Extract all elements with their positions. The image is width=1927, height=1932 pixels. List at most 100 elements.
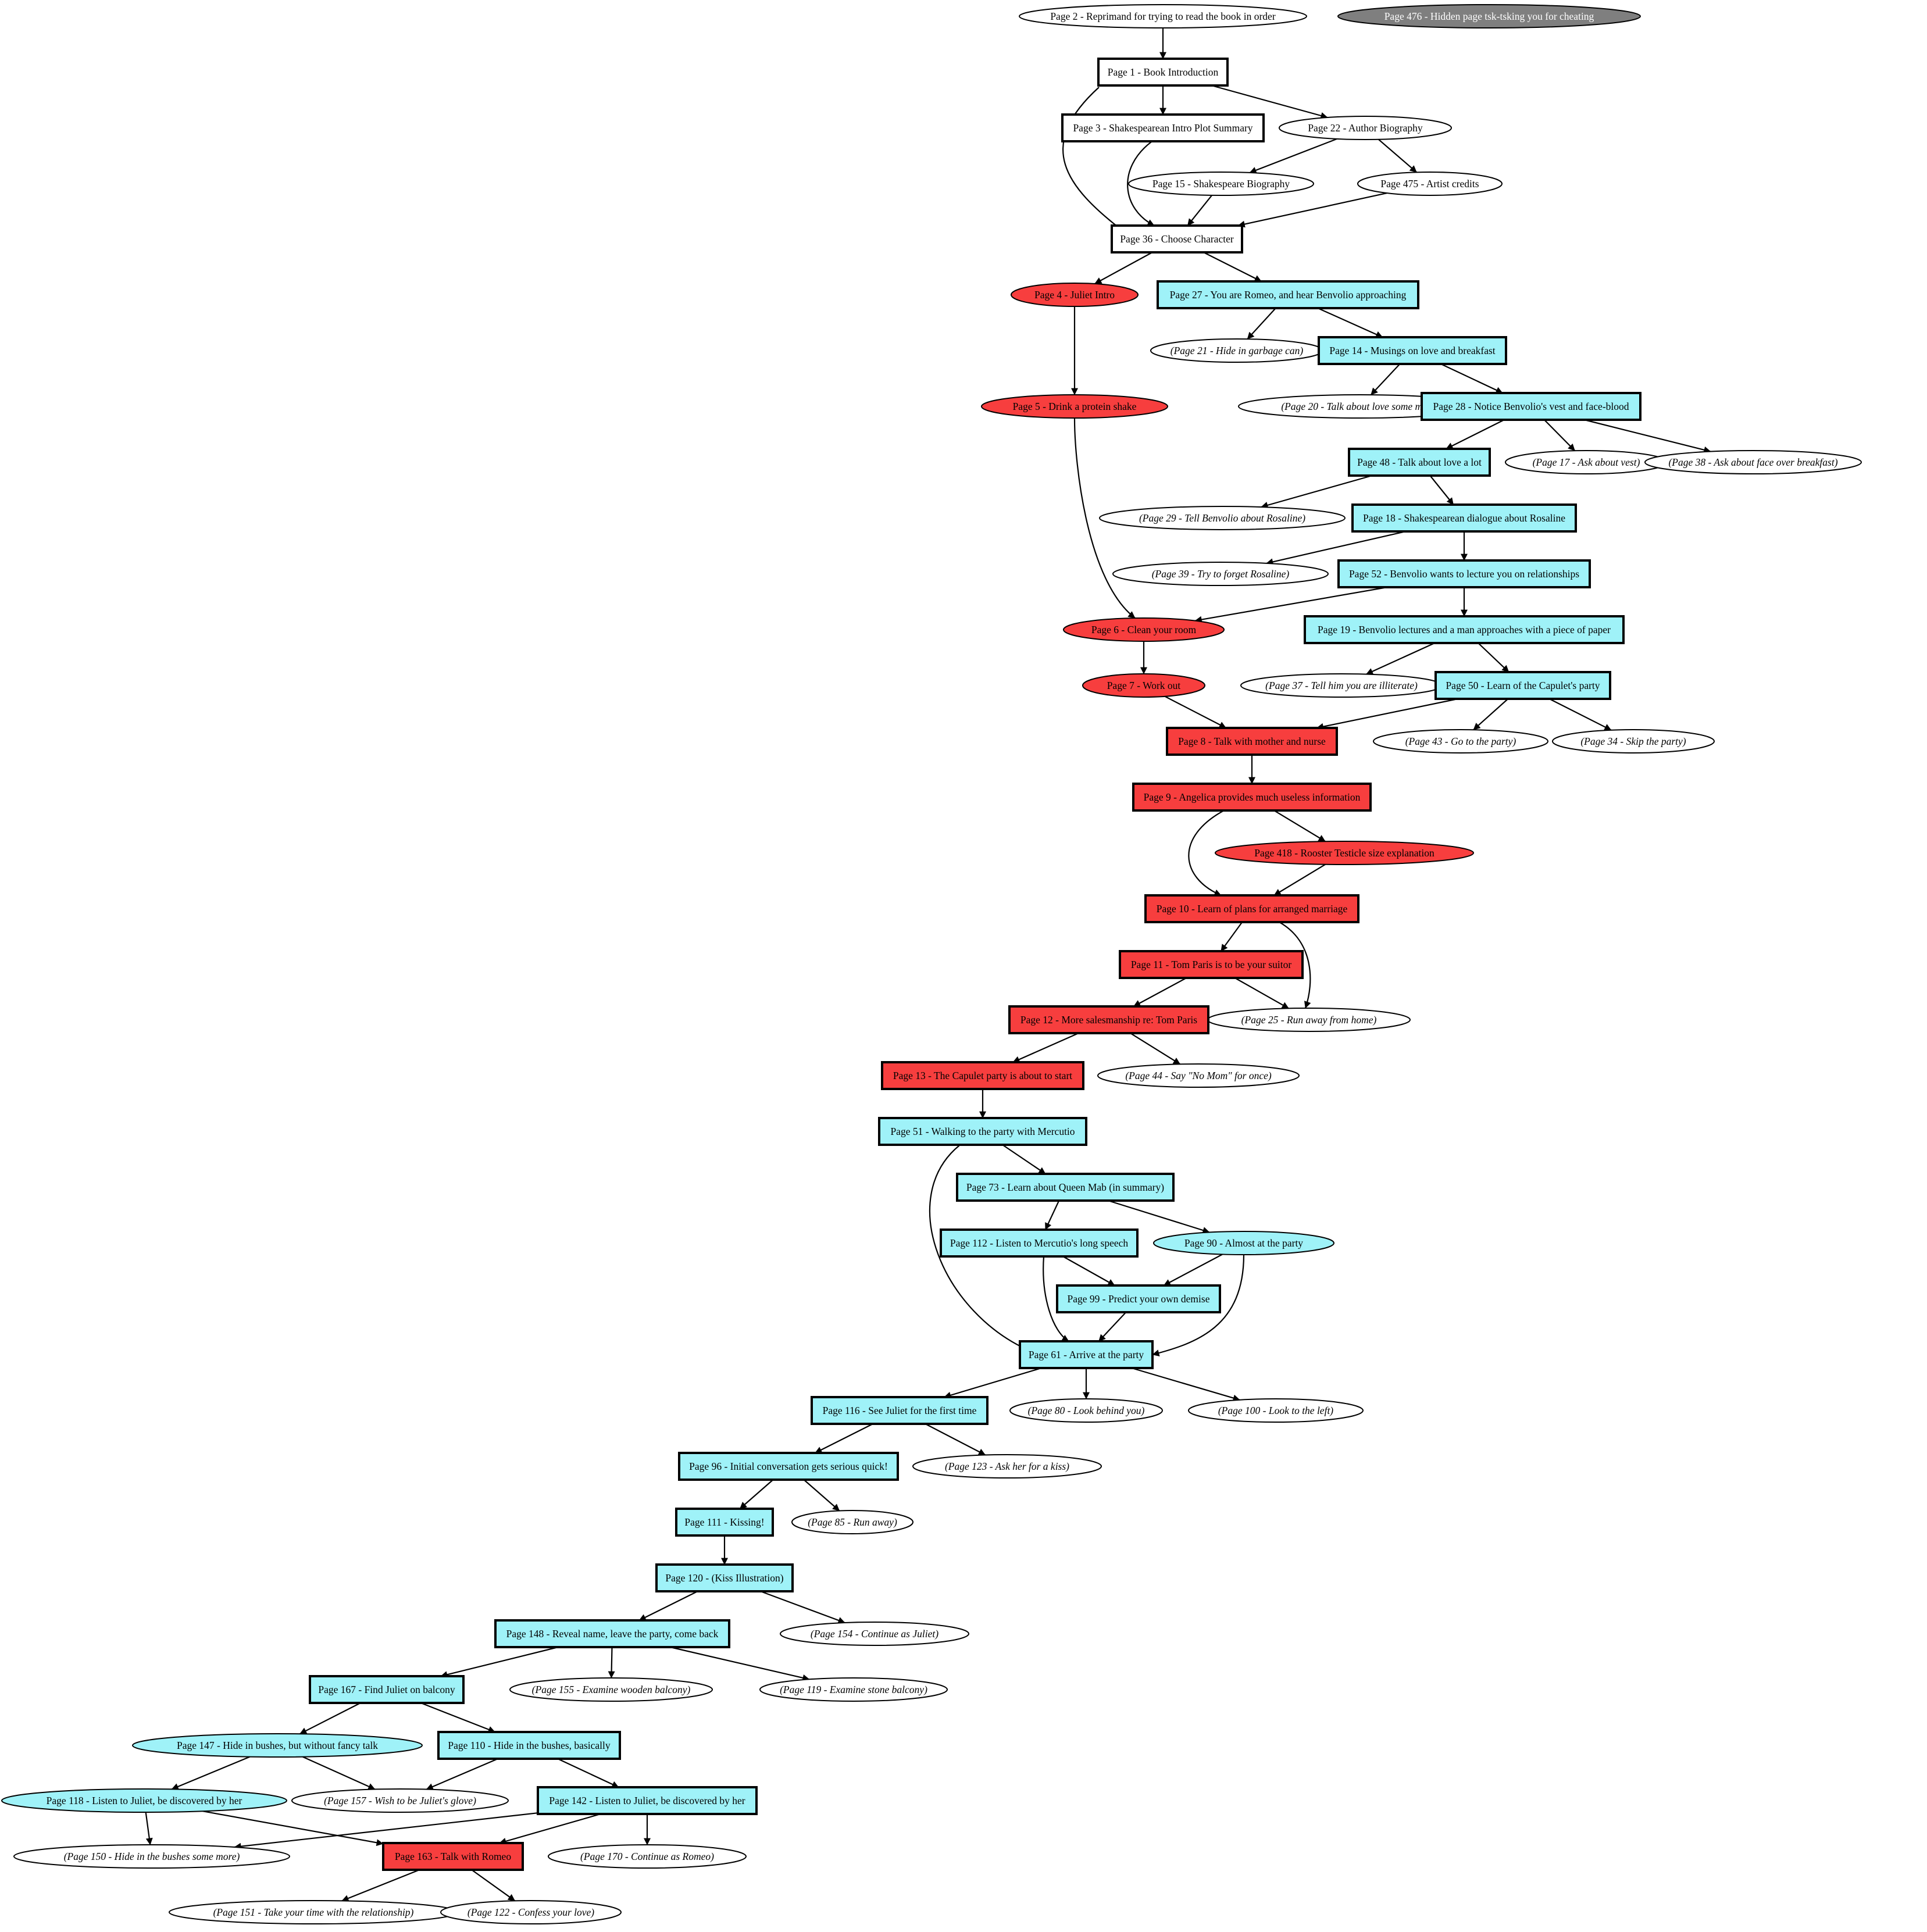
edge-48-to-18 — [1429, 475, 1454, 505]
node-label: Page 9 - Angelica provides much useless … — [1144, 791, 1361, 803]
node-box — [1119, 950, 1304, 979]
node-ellipse — [1552, 729, 1715, 753]
node-label: (Page 38 - Ask about face over breakfast… — [1668, 456, 1837, 468]
node-box — [537, 1786, 758, 1815]
node-page-123: (Page 123 - Ask her for a kiss) — [912, 1454, 1102, 1479]
node-box — [655, 1563, 794, 1592]
edge-9-to-10 — [1188, 810, 1225, 897]
node-ellipse — [1644, 450, 1862, 474]
node-page-476: Page 476 - Hidden page tsk-tsking you fo… — [1337, 4, 1641, 28]
edge-99-to-61 — [1098, 1312, 1127, 1342]
node-label: Page 50 - Learn of the Capulet's party — [1446, 680, 1600, 691]
node-label: Page 163 - Talk with Romeo — [395, 1851, 511, 1862]
edge-96-to-85 — [803, 1479, 840, 1512]
node-label: (Page 43 - Go to the party) — [1405, 735, 1516, 747]
node-page-8: Page 8 - Talk with mother and nurse — [1166, 727, 1338, 756]
edge-14-to-20 — [1370, 363, 1401, 395]
edge-112-to-99 — [1062, 1256, 1115, 1286]
node-ellipse — [1009, 1398, 1163, 1423]
node-page-151: (Page 151 - Take your time with the rela… — [169, 1900, 458, 1924]
node-ellipse — [1097, 1063, 1300, 1088]
node-label: Page 90 - Almost at the party — [1184, 1237, 1303, 1249]
node-ellipse — [912, 1454, 1102, 1479]
node-label: Page 5 - Drink a protein shake — [1013, 401, 1137, 412]
node-box — [1348, 448, 1491, 477]
node-box — [1351, 503, 1577, 533]
edge-147-to-118 — [171, 1756, 251, 1790]
node-page-43: (Page 43 - Go to the party) — [1373, 729, 1548, 753]
node-label: (Page 37 - Tell him you are illiterate) — [1265, 680, 1418, 691]
node-box — [1132, 783, 1372, 812]
edge-19-to-50 — [1478, 642, 1510, 673]
node-label: (Page 80 - Look behind you) — [1028, 1405, 1145, 1416]
node-page-99: Page 99 - Predict your own demise — [1056, 1284, 1221, 1313]
edge-14-to-28 — [1440, 363, 1503, 394]
node-page-80: (Page 80 - Look behind you) — [1009, 1398, 1163, 1423]
edge-148-to-167 — [440, 1646, 559, 1679]
edge-61-to-100 — [1131, 1367, 1240, 1402]
node-ellipse — [1153, 1231, 1334, 1255]
node-label: Page 10 - Learn of plans for arranged ma… — [1157, 903, 1348, 915]
node-page-37: (Page 37 - Tell him you are illiterate) — [1240, 673, 1443, 698]
node-label: Page 61 - Arrive at the party — [1029, 1349, 1144, 1360]
edge-61-to-116 — [944, 1367, 1042, 1399]
node-page-39: (Page 39 - Try to forget Rosaline) — [1112, 562, 1329, 586]
edge-5-to-6 — [1073, 418, 1136, 619]
node-ellipse — [132, 1733, 423, 1758]
node-label: (Page 151 - Take your time with the rela… — [213, 1906, 414, 1918]
node-label: Page 476 - Hidden page tsk-tsking you fo… — [1384, 10, 1594, 22]
node-page-4: Page 4 - Juliet Intro — [1011, 283, 1139, 307]
edge-28-to-17 — [1544, 419, 1576, 451]
node-page-148: Page 148 - Reveal name, leave the party,… — [494, 1619, 730, 1648]
node-label: (Page 21 - Hide in garbage can) — [1171, 345, 1304, 356]
node-ellipse — [1019, 4, 1307, 28]
node-page-15: Page 15 - Shakespeare Biography — [1128, 172, 1314, 196]
edge-52-to-6 — [1194, 586, 1388, 623]
node-page-147: Page 147 - Hide in bushes, but without f… — [132, 1733, 423, 1758]
node-label: Page 52 - Benvolio wants to lecture you … — [1349, 568, 1579, 580]
node-label: (Page 34 - Skip the party) — [1580, 735, 1686, 747]
edge-18-to-39 — [1266, 530, 1406, 566]
edge-51-to-61 — [929, 1145, 1033, 1353]
node-box — [1337, 559, 1591, 588]
node-ellipse — [1215, 841, 1474, 865]
node-label: Page 28 - Notice Benvolio's vest and fac… — [1433, 401, 1629, 412]
node-label: (Page 17 - Ask about vest) — [1533, 456, 1640, 468]
node-label: Page 19 - Benvolio lectures and a man ap… — [1318, 624, 1611, 635]
edge-163-to-122 — [471, 1869, 516, 1902]
edge-142-to-150 — [234, 1812, 538, 1850]
edge-163-to-151 — [341, 1869, 420, 1902]
node-page-110: Page 110 - Hide in the bushes, basically — [437, 1731, 621, 1760]
node-box — [1019, 1340, 1154, 1369]
node-ellipse — [981, 394, 1168, 419]
node-page-9: Page 9 - Angelica provides much useless … — [1132, 783, 1372, 812]
edge-19-to-37 — [1366, 642, 1435, 675]
node-label: Page 147 - Hide in bushes, but without f… — [177, 1740, 378, 1751]
node-ellipse — [1337, 4, 1641, 28]
node-label: Page 13 - The Capulet party is about to … — [893, 1070, 1072, 1081]
node-label: Page 148 - Reveal name, leave the party,… — [506, 1628, 719, 1640]
node-label: Page 22 - Author Biography — [1308, 122, 1423, 134]
node-page-96: Page 96 - Initial conversation gets seri… — [678, 1452, 899, 1481]
edge-167-to-147 — [299, 1702, 361, 1735]
node-label: Page 99 - Predict your own demise — [1068, 1293, 1210, 1305]
node-page-38: (Page 38 - Ask about face over breakfast… — [1644, 450, 1862, 474]
node-box — [1166, 727, 1338, 756]
node-label: Page 96 - Initial conversation gets seri… — [689, 1460, 888, 1472]
node-label: (Page 44 - Say "No Mom" for once) — [1125, 1070, 1272, 1081]
node-page-12: Page 12 - More salesmanship re: Tom Pari… — [1008, 1005, 1209, 1034]
node-box — [1111, 224, 1243, 253]
node-ellipse — [13, 1844, 290, 1869]
nodes-layer: Page 2 - Reprimand for trying to read th… — [1, 4, 1862, 1924]
node-page-3: Page 3 - Shakespearean Intro Plot Summar… — [1061, 113, 1265, 142]
node-ellipse — [1, 1788, 287, 1813]
edge-12-to-13 — [1012, 1032, 1079, 1063]
edge-118-to-163 — [202, 1810, 384, 1847]
node-box — [878, 1117, 1087, 1146]
node-page-100: (Page 100 - Look to the left) — [1188, 1398, 1364, 1423]
node-label: (Page 170 - Continue as Romeo) — [580, 1851, 714, 1862]
node-page-13: Page 13 - The Capulet party is about to … — [881, 1061, 1084, 1090]
node-page-475: Page 475 - Artist credits — [1357, 172, 1503, 196]
node-page-116: Page 116 - See Juliet for the first time — [811, 1396, 989, 1425]
edge-27-to-14 — [1317, 307, 1383, 338]
